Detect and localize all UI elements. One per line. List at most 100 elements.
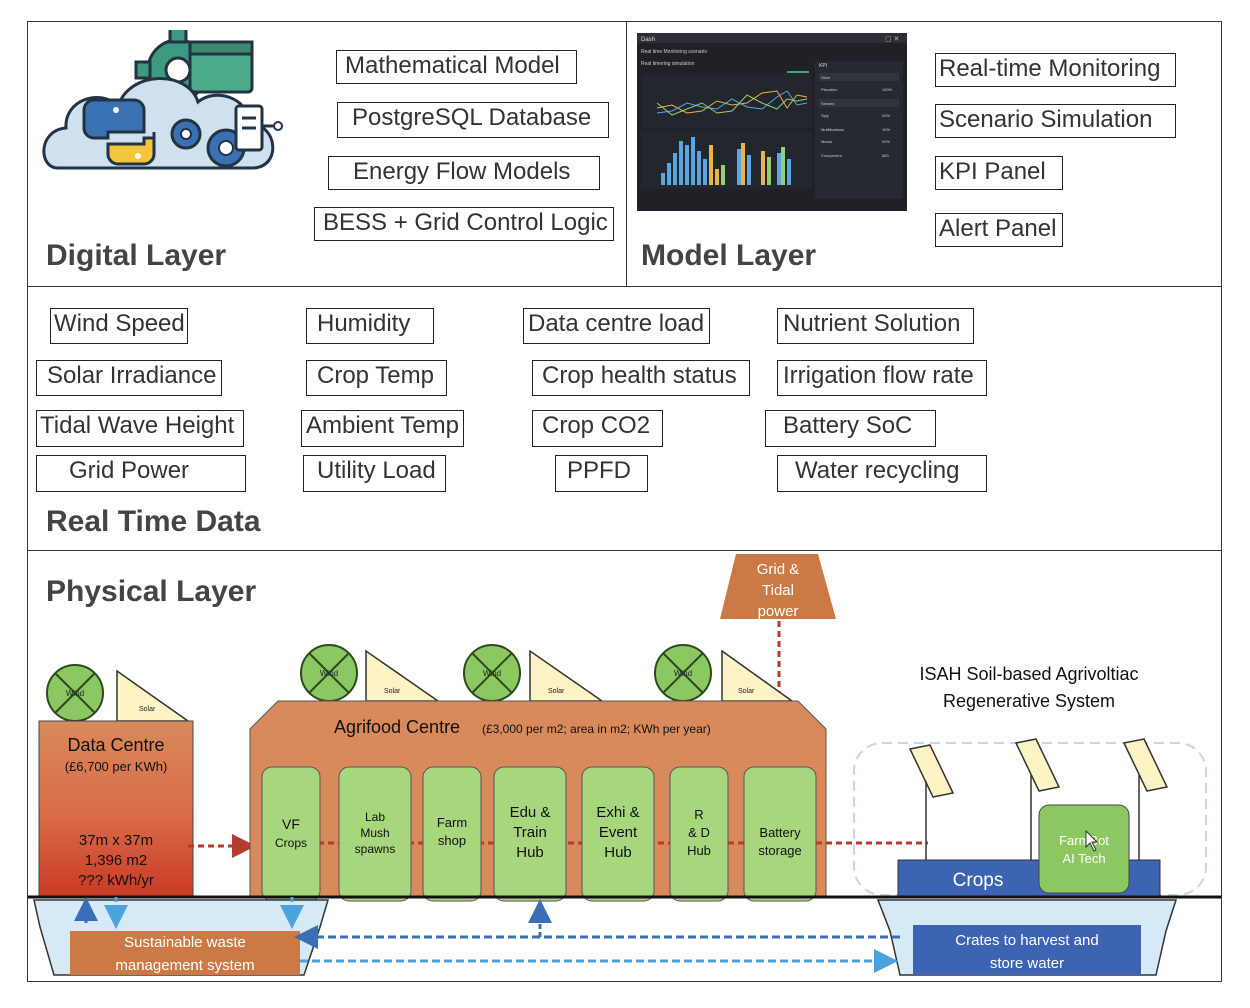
solar-panel-icon [1014,738,1061,861]
agrifood-unit-lab-mush: Lab Mush spawns [338,766,412,902]
data-centre-dimensions: 37m x 37m [79,832,153,849]
irrigation-flow-rate-box: Irrigation flow rate [777,360,987,396]
dash-window-title: Dash [641,37,655,43]
mathematical-model-box: Mathematical Model [336,50,577,84]
svg-text:storage: storage [758,843,801,858]
svg-text:Solar: Solar [384,688,401,695]
svg-text:spawns: spawns [355,842,396,856]
solar-panel-icon [1122,738,1169,861]
agrifood-note: (£3,000 per m2; area in m2; KWh per year… [482,722,711,736]
isah-title-line1: ISAH Soil-based Agrivoltiac [919,664,1138,684]
physical-layer-title: Physical Layer [46,575,257,608]
solar-irradiance-box: Solar Irradiance [36,360,222,396]
svg-text:Stum: Stum [821,75,831,80]
crates-tank: Crates to harvest and store water [876,899,1178,976]
svg-text:100%: 100% [882,87,893,92]
physical-layer-diagram: Grid & Tidal power Wind Solar Data Centr… [28,554,1221,976]
agrifood-unit-r-and-d: R & D Hub [669,766,729,902]
agrifood-title: Agrifood Centre [334,717,460,737]
wind-turbine-icon: Wind [654,644,712,702]
svg-text:Event: Event [599,824,638,841]
svg-text:Edu &: Edu & [510,804,551,821]
svg-text:Wind: Wind [66,689,84,698]
data-centre-energy: ??? kWh/yr [78,872,154,889]
scenario-simulation-box: Scenario Simulation [935,104,1176,138]
model-layer-title: Model Layer [641,239,817,272]
solar-panel-icon [908,744,955,861]
svg-text:680: 680 [882,153,889,158]
real-time-monitoring-box: Real-time Monitoring [935,53,1176,87]
data-centre-area: 1,396 m2 [85,852,148,869]
grid-tidal-line3: power [758,603,799,620]
agrifood-unit-exhi-event: Exhi & Event Hub [581,766,655,902]
agrifood-unit-battery-storage: Battery storage [743,766,817,902]
svg-text:VF: VF [282,816,300,832]
data-centre-building: Data Centre (£6,700 per KWh) 37m x 37m 1… [38,720,194,898]
svg-text:Farm: Farm [437,815,467,830]
svg-text:Placution: Placution [821,87,837,92]
svg-text:Mears: Mears [821,139,832,144]
bess-grid-control-box: BESS + Grid Control Logic [314,207,614,241]
svg-text:Wind: Wind [320,669,338,678]
tidal-wave-height-box: Tidal Wave Height [36,410,244,447]
svg-text:shop: shop [438,833,466,848]
solar-panel-icon: Solar [721,649,795,702]
wind-turbine-icon: Wind [463,644,521,702]
waste-line2: management system [115,957,254,974]
cursor-icon [1085,829,1099,852]
digital-layer-title: Digital Layer [46,239,227,272]
isah-title-line2: Regenerative System [943,691,1115,711]
svg-text:Component: Component [821,153,843,158]
svg-text:Lab: Lab [365,810,385,824]
svg-text:AI Tech: AI Tech [1062,851,1105,866]
svg-text:Crops: Crops [275,836,307,850]
ppfd-box: PPFD [555,455,648,492]
svg-text:R: R [694,807,703,822]
nutrient-solution-box: Nutrient Solution [777,308,974,344]
svg-text:Exhi &: Exhi & [596,804,639,821]
svg-text:Sply: Sply [821,113,829,118]
real-time-data-title: Real Time Data [46,505,261,538]
svg-text:Senses: Senses [821,101,834,106]
wind-turbine-icon: Wind [46,664,104,722]
svg-text:Solar: Solar [738,688,755,695]
solar-panel-icon: Solar [116,669,191,722]
agrifood-unit-vf-crops: VF Crops [261,766,321,902]
dash-kpi-title: KPI [819,63,827,69]
grid-power-box: Grid Power [36,455,246,492]
svg-text:Train: Train [513,824,547,841]
waste-tank: Sustainable waste management system [33,899,330,976]
svg-text:Hub: Hub [516,844,544,861]
svg-text:Mush: Mush [360,826,389,840]
svg-text:Hub: Hub [604,844,632,861]
crop-health-status-box: Crop health status [532,360,750,396]
svg-text:Wind: Wind [674,669,692,678]
crop-temp-box: Crop Temp [306,360,447,396]
utility-load-box: Utility Load [303,455,446,492]
svg-text:Solar: Solar [548,688,565,695]
svg-text:00%: 00% [882,139,890,144]
data-centre-load-box: Data centre load [523,308,710,344]
crates-line1: Crates to harvest and [955,932,1098,949]
agrifood-unit-edu-train: Edu & Train Hub [493,766,567,902]
data-centre-price: (£6,700 per KWh) [65,759,168,774]
dash-subtitle: Real time Monitoring scenario [641,49,707,55]
solar-panel-icon: Solar [529,649,605,702]
crates-line2: store water [990,955,1064,972]
wind-speed-box: Wind Speed [50,308,188,344]
waste-line1: Sustainable waste [124,934,246,951]
kpi-panel-box: KPI Panel [935,156,1063,190]
agrifood-unit-farm-shop: Farm shop [422,766,482,902]
postgresql-database-box: PostgreSQL Database [337,102,609,138]
water-recycling-box: Water recycling [777,455,987,492]
svg-text:Solar: Solar [139,706,156,713]
crops-label: Crops [953,870,1004,891]
grid-tidal-line2: Tidal [762,582,794,599]
dashboard-screenshot: Dash ▢ ✕ Real time Monitoring scenario R… [637,33,907,211]
ambient-temp-box: Ambient Temp [301,410,464,447]
crop-co2-box: Crop CO2 [532,410,663,447]
battery-soc-box: Battery SoC [765,410,936,447]
svg-text:Multifications: Multifications [821,127,844,132]
svg-text:Wind: Wind [483,669,501,678]
dash-chart-title: Real timering simulation [641,61,695,67]
